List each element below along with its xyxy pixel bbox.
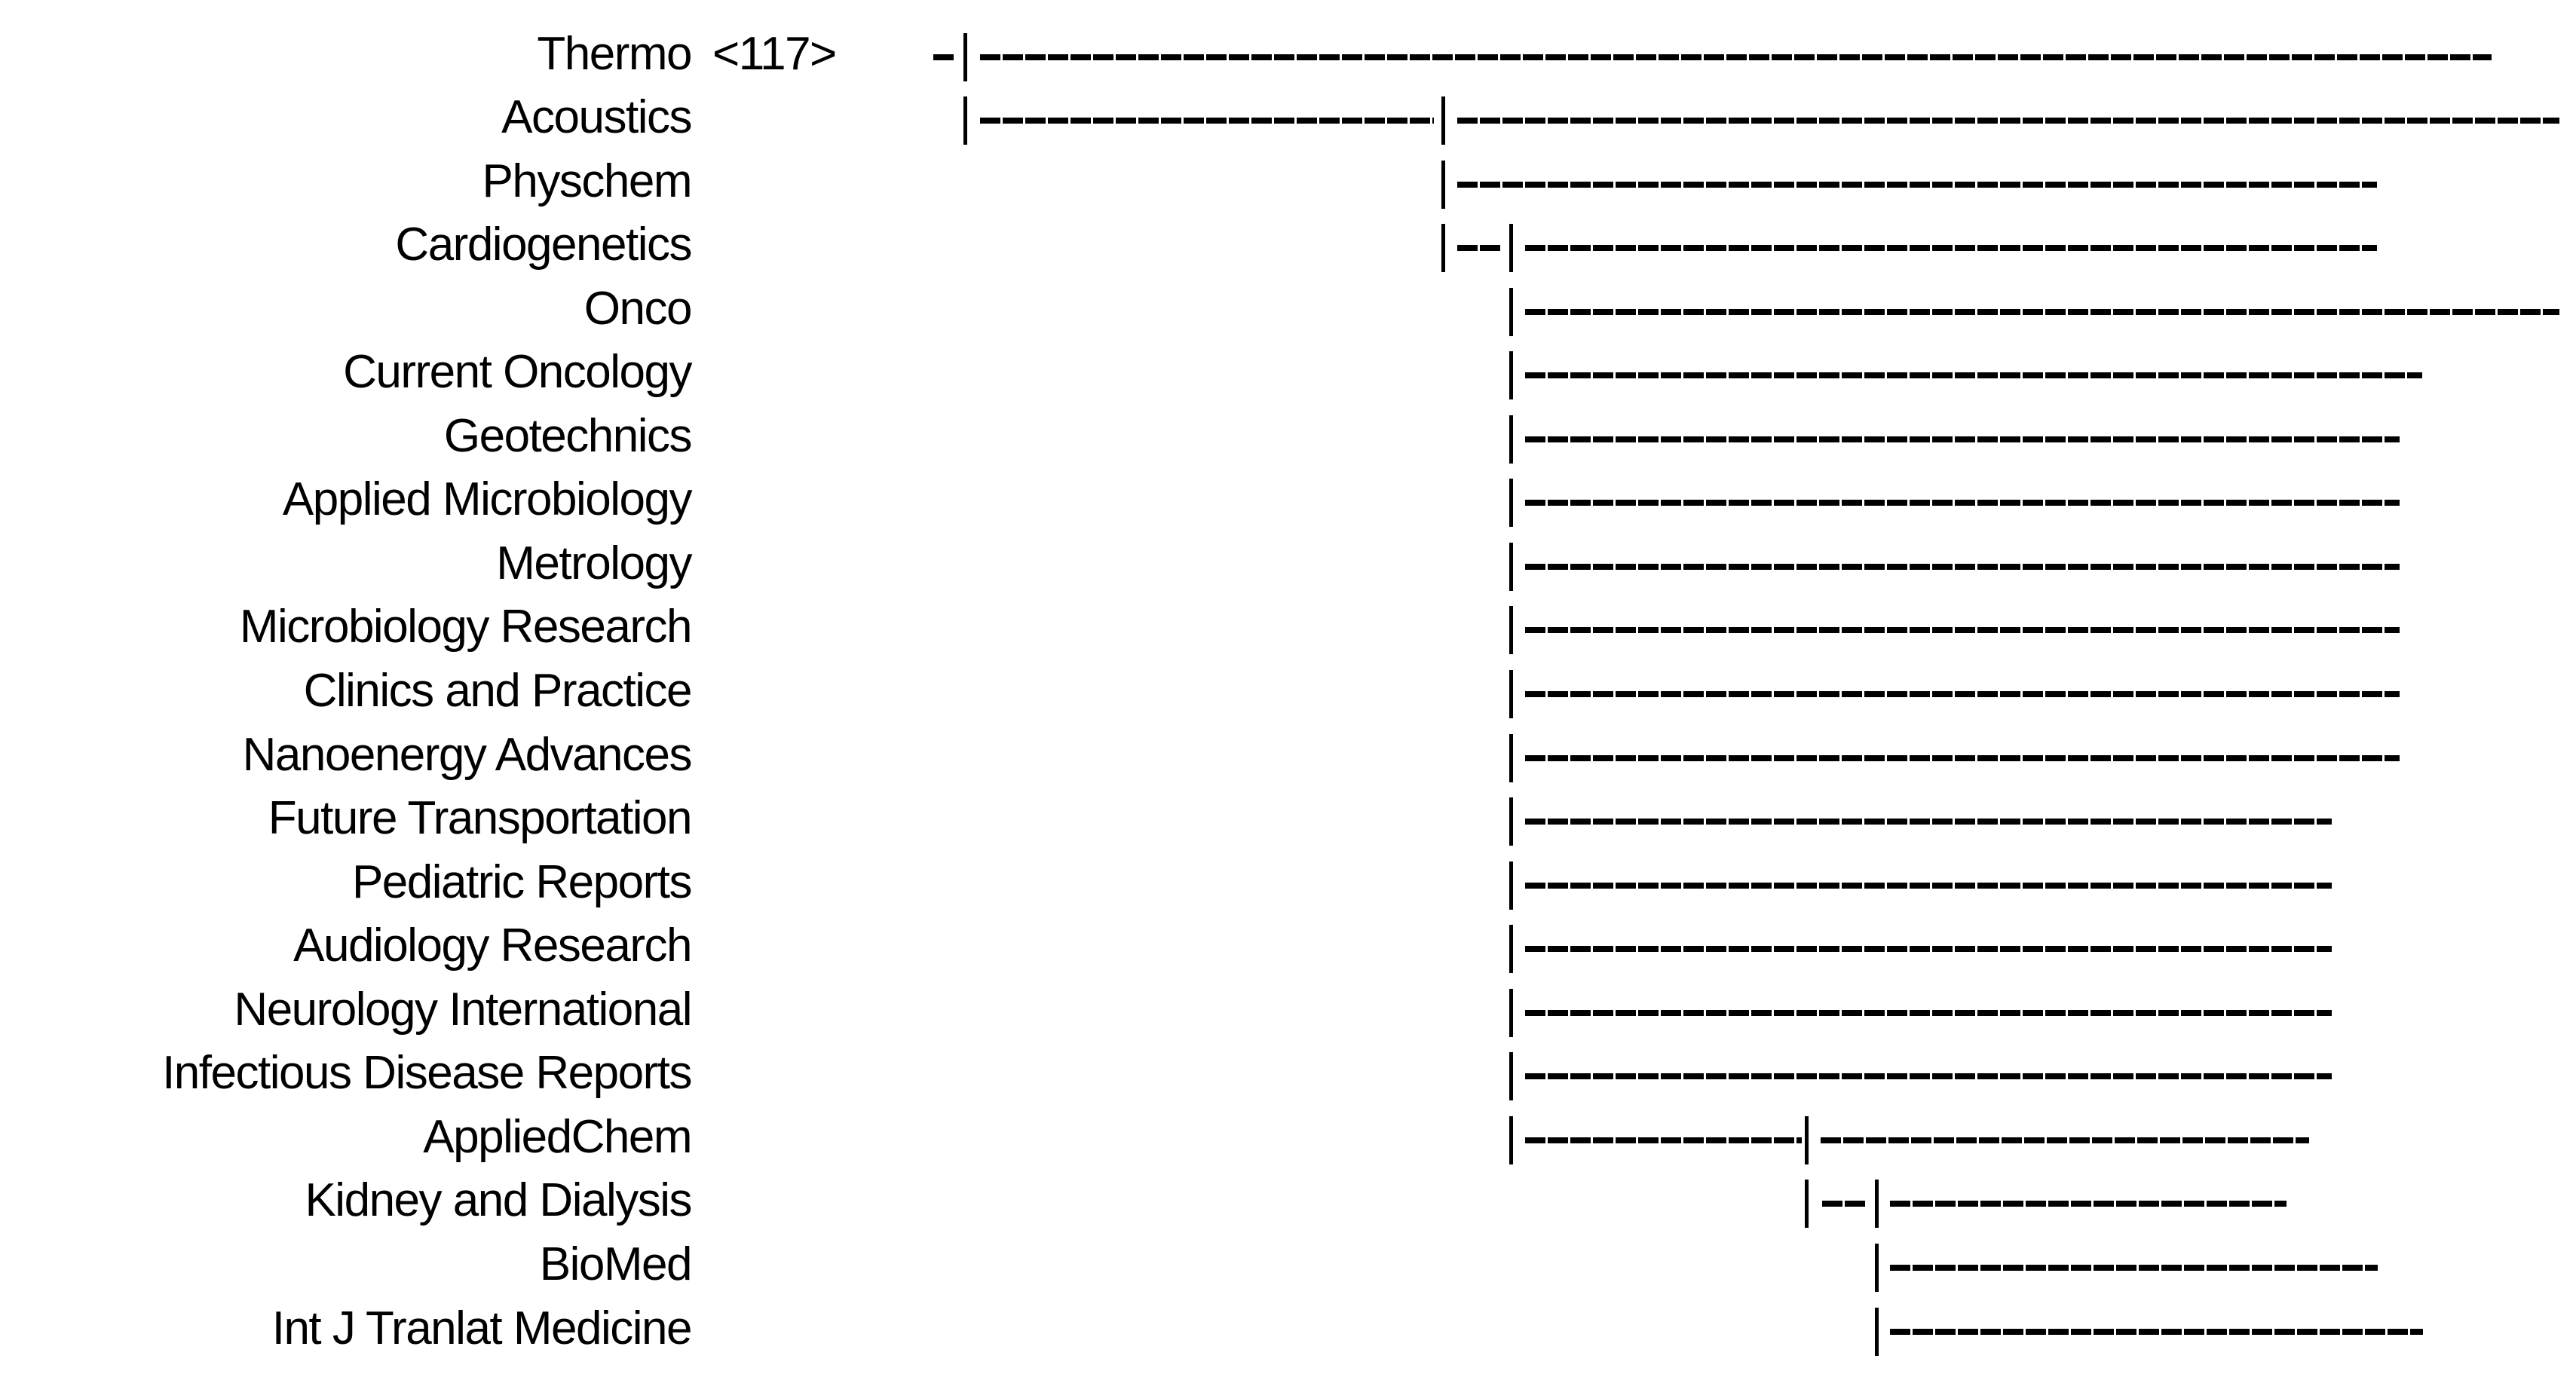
row-label: Cardiogenetics bbox=[395, 219, 692, 271]
pipe-marker bbox=[1875, 1307, 1879, 1356]
dash-line bbox=[1525, 563, 2400, 570]
dash-line bbox=[1890, 1328, 2423, 1335]
dash-line bbox=[1525, 500, 2400, 506]
row-label: Pediatric Reports bbox=[351, 855, 693, 908]
dash-line bbox=[1890, 1201, 2287, 1207]
row-label: Int J Tranlat Medicine bbox=[271, 1302, 693, 1354]
dash-line bbox=[980, 54, 2492, 60]
dash-line bbox=[1525, 1009, 2332, 1016]
pipe-marker bbox=[1805, 1180, 1809, 1229]
pipe-marker bbox=[1875, 1243, 1879, 1292]
pipe-marker bbox=[1509, 925, 1513, 974]
row-label: Microbiology Research bbox=[239, 601, 693, 653]
dash-line bbox=[1525, 819, 2332, 825]
dash-line bbox=[1525, 1137, 1802, 1143]
pipe-marker bbox=[1509, 542, 1513, 591]
dash-line bbox=[1821, 1137, 2309, 1143]
dash-line bbox=[1457, 245, 1502, 252]
row-label: Thermo bbox=[537, 27, 692, 80]
dash-line bbox=[1525, 308, 2559, 315]
pipe-marker bbox=[1509, 861, 1513, 910]
pipe-marker bbox=[1509, 797, 1513, 846]
dash-line bbox=[1525, 372, 2422, 379]
dash-line bbox=[1822, 1201, 1867, 1207]
dash-line bbox=[1525, 691, 2400, 697]
pipe-marker bbox=[1875, 1180, 1879, 1229]
pipe-marker bbox=[1509, 351, 1513, 400]
row-label: Kidney and Dialysis bbox=[305, 1174, 692, 1227]
pipe-marker bbox=[1805, 1115, 1809, 1164]
pipe-marker bbox=[1509, 733, 1513, 782]
pipe-marker bbox=[1509, 670, 1513, 718]
row-label: Audiology Research bbox=[293, 920, 692, 972]
dash-line bbox=[1457, 118, 2559, 124]
row-label: Geotechnics bbox=[443, 409, 693, 462]
row-label: Clinics and Practice bbox=[303, 665, 693, 717]
row-label: Physchem bbox=[482, 155, 693, 207]
row-label: Infectious Disease Reports bbox=[162, 1047, 692, 1100]
dash-line bbox=[1890, 1264, 2378, 1271]
row-label: BioMed bbox=[539, 1238, 693, 1290]
row-label: Current Oncology bbox=[343, 346, 692, 399]
dash-line bbox=[1457, 181, 2377, 188]
row-label: Acoustics bbox=[501, 91, 692, 144]
pipe-marker bbox=[1509, 606, 1513, 655]
row-label: Future Transportation bbox=[268, 792, 693, 845]
row-label: Nanoenergy Advances bbox=[242, 728, 693, 781]
row-label: Neurology International bbox=[234, 983, 692, 1036]
dash-line bbox=[1525, 946, 2332, 953]
pipe-marker bbox=[1509, 287, 1513, 336]
pipe-marker bbox=[1441, 160, 1445, 209]
dash-line bbox=[1525, 1073, 2332, 1080]
pipe-marker bbox=[1509, 988, 1513, 1037]
dash-line bbox=[1525, 245, 2377, 252]
row-label: Applied Microbiology bbox=[282, 473, 693, 526]
dash-line bbox=[1525, 754, 2400, 761]
pipe-marker bbox=[1509, 1052, 1513, 1101]
pipe-marker bbox=[1441, 224, 1445, 273]
row-label: Onco bbox=[584, 282, 693, 335]
dash-line bbox=[1525, 882, 2332, 889]
dash-line bbox=[980, 118, 1434, 124]
dash-line bbox=[933, 54, 956, 60]
dash-line bbox=[1525, 436, 2400, 442]
row-count-annotation: <117> bbox=[712, 27, 837, 80]
pipe-marker bbox=[1509, 1115, 1513, 1164]
row-label: Metrology bbox=[496, 537, 692, 589]
dash-line bbox=[1525, 627, 2400, 634]
pipe-marker bbox=[1441, 96, 1445, 145]
pipe-marker bbox=[1509, 415, 1513, 464]
pipe-marker bbox=[1509, 224, 1513, 273]
pipe-marker bbox=[1509, 479, 1513, 528]
row-label: AppliedChem bbox=[423, 1110, 692, 1163]
pipe-marker bbox=[963, 32, 967, 81]
pipe-marker bbox=[963, 96, 967, 145]
